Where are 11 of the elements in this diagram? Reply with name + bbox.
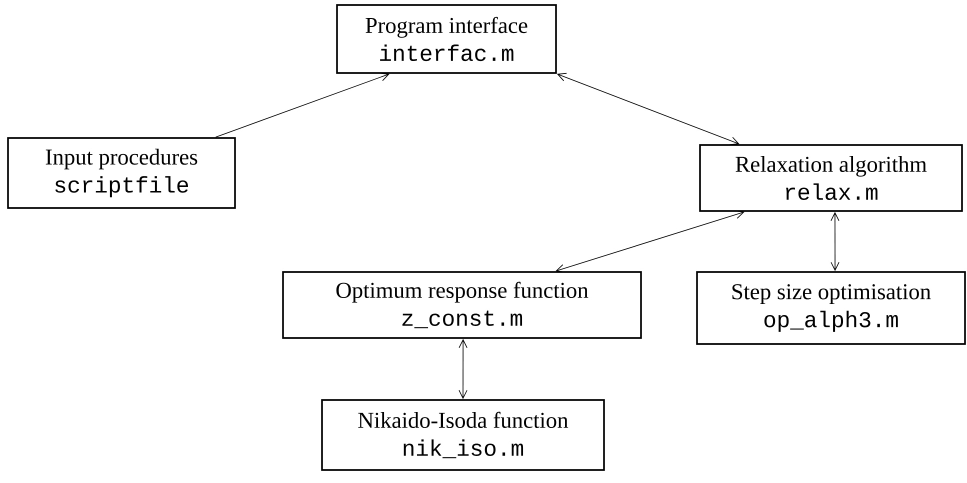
process-box: Optimum response function z_const.m bbox=[282, 271, 642, 339]
arrow bbox=[215, 72, 390, 138]
process-box: Program interface interfac.m bbox=[336, 4, 557, 74]
process-box: Step size optimisation op_alph3.m bbox=[696, 271, 966, 345]
arrow bbox=[830, 212, 840, 272]
arrow bbox=[458, 338, 468, 400]
process-box: Input procedures scriptfile bbox=[7, 137, 236, 209]
process-box: Nikaido-Isoda function nik_iso.m bbox=[321, 399, 605, 471]
arrow bbox=[556, 72, 740, 146]
process-box: Relaxation algorithm relax.m bbox=[699, 144, 963, 212]
arrow bbox=[556, 210, 744, 273]
